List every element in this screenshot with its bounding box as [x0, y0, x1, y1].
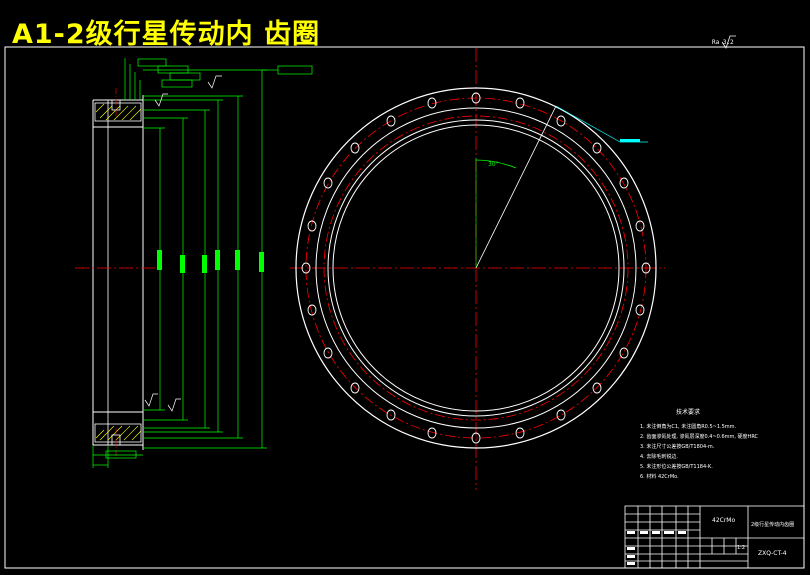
front-view	[290, 48, 665, 490]
section-view	[75, 88, 160, 460]
title-block-drawing-no: ZXQ-CT-4	[758, 550, 787, 557]
title-block-fill-marks	[627, 531, 686, 565]
title-block-scale: 1:2	[737, 545, 745, 551]
tech-req-item: 2. 齿面渗氮处理, 渗氮层深度0.4~0.6mm, 硬度HRC	[640, 433, 759, 440]
roughness-note: Ra 3.2	[712, 39, 734, 46]
tech-req-item: 3. 未注尺寸公差按GB/T1804-m.	[640, 443, 715, 450]
bottom-hatch	[95, 425, 142, 441]
roughness-symbols	[144, 75, 222, 412]
page-title: A1-2级行星传动内 齿圈	[12, 19, 321, 50]
drawing-border	[4, 46, 805, 569]
tech-req-item: 4. 去除毛刺锐边.	[640, 453, 678, 460]
bolt-holes	[301, 92, 651, 444]
title-block	[624, 505, 805, 569]
top-hatch	[95, 103, 142, 121]
title-block-material: 42CrMo	[712, 517, 735, 524]
roughness-note-symbol	[721, 35, 736, 49]
dimension-text-marks	[157, 250, 264, 273]
angle-label: 30°	[488, 161, 499, 168]
tech-req-heading: 技术要求	[676, 408, 700, 416]
tech-req-item: 5. 未注形位公差按GB/T1184-K.	[640, 463, 713, 470]
tech-req-item: 1. 未注倒角为C1, 未注圆角R0.5~1.5mm.	[640, 423, 737, 430]
title-block-part-name: 2级行星传动内齿圈	[751, 521, 794, 528]
tech-req-item: 6. 材料 42CrMo.	[640, 473, 679, 480]
